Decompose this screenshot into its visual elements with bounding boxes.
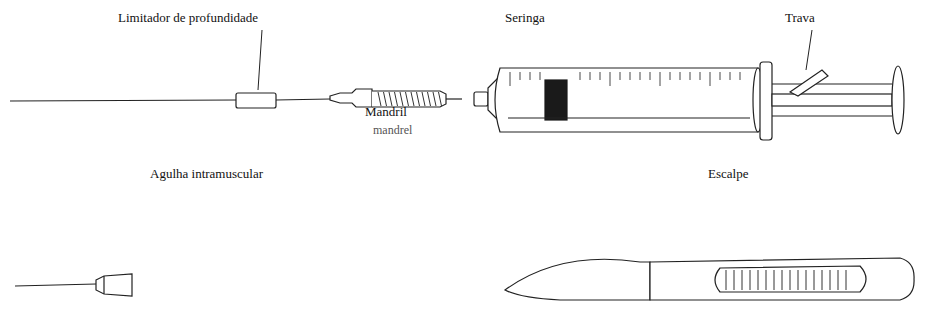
syringe [474,62,904,140]
part-label: Trava [785,10,815,26]
part-label: mandrel [373,123,412,137]
mandrel-thread [378,92,442,106]
leader-line [806,30,812,70]
part-label: Seringa [505,10,545,26]
part-label: Mandril [365,104,407,120]
lock-clip [790,70,828,96]
part-label: Limitador de profundidade [118,10,258,26]
intramuscular-needle [15,274,132,296]
scalpel [505,258,914,300]
scalpel-grip [726,270,846,290]
syringe-graduation [510,72,740,86]
part-label: Agulha intramuscular [150,166,263,182]
part-label: Escalpe [708,166,748,182]
depth-limiter [236,93,276,108]
leader-line [258,30,262,90]
